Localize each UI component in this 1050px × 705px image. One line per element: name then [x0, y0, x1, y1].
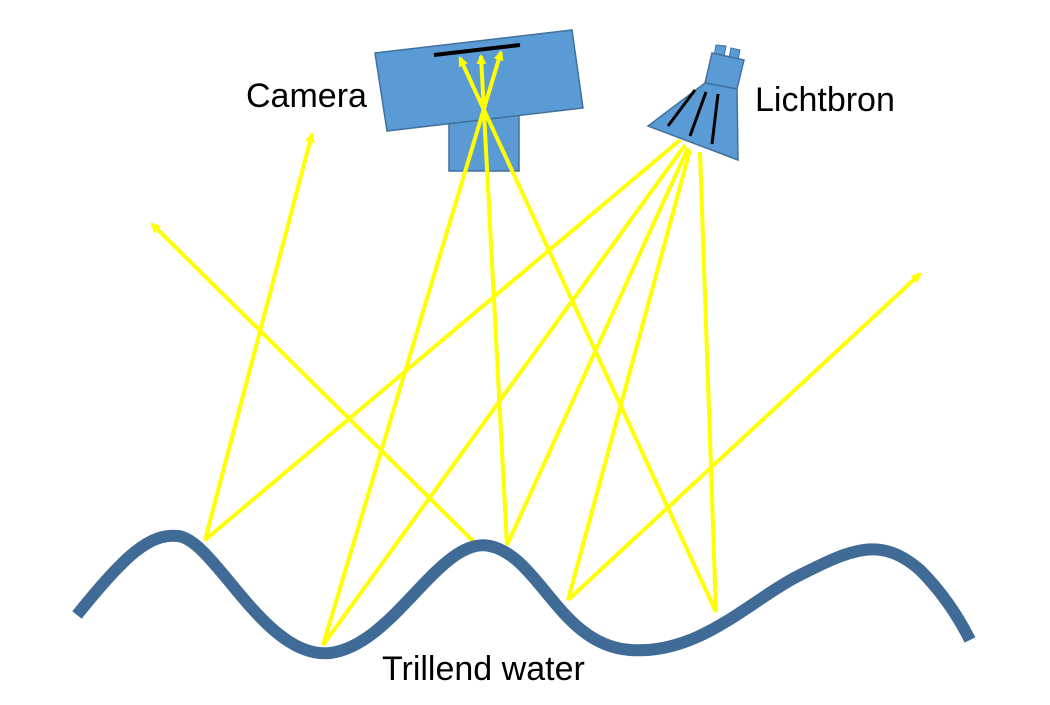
- light-ray: [566, 149, 692, 601]
- light-ray: [505, 147, 690, 546]
- light-ray: [566, 272, 922, 602]
- lamp-filament: [710, 93, 720, 145]
- light-ray: [321, 50, 504, 646]
- light-ray: [458, 56, 718, 613]
- camera-sensor: [433, 43, 521, 57]
- light-ray: [203, 132, 315, 541]
- camera-body: [374, 29, 584, 132]
- lamp-filament: [666, 89, 697, 127]
- light-ray: [698, 151, 718, 613]
- lamp-icon: [646, 44, 745, 162]
- light-ray: [476, 54, 509, 546]
- light-rays: [150, 50, 922, 647]
- light-ray: [203, 138, 682, 542]
- light-source-label: Lichtbron: [755, 81, 895, 119]
- water-surface: [72, 529, 976, 660]
- water-label: Trillend water: [382, 650, 585, 688]
- lamp-filament: [688, 91, 708, 137]
- light-ray: [150, 222, 479, 547]
- camera-label: Camera: [246, 77, 367, 115]
- light-ray: [321, 143, 687, 647]
